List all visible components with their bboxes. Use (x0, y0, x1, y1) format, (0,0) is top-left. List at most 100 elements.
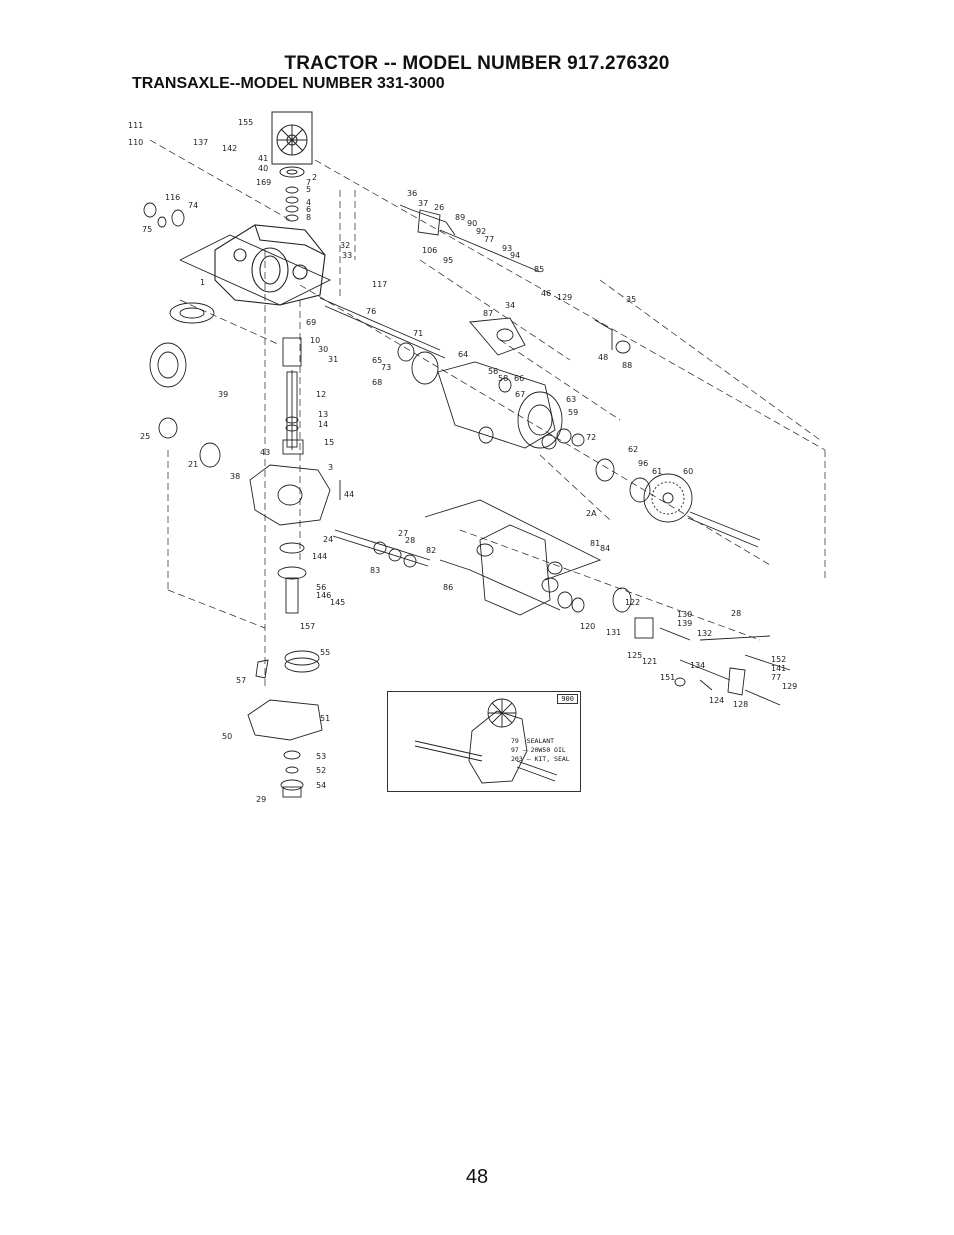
callout: 33 (342, 251, 352, 260)
callout: 85 (534, 265, 544, 274)
callout: 88 (622, 361, 632, 370)
callout: 75 (142, 225, 152, 234)
callout: 129 (557, 293, 572, 302)
inset-note: 203 — KIT, SEAL (511, 755, 570, 763)
callout: 89 (455, 213, 465, 222)
callout: 62 (628, 445, 638, 454)
callout: 120 (580, 622, 595, 631)
callout: 93 (502, 244, 512, 253)
callout: 86 (443, 583, 453, 592)
callout: 142 (222, 144, 237, 153)
callout: 65 (372, 356, 382, 365)
callout: 124 (709, 696, 724, 705)
callout: 8 (306, 213, 311, 222)
callout: 28 (731, 609, 741, 618)
callout: 125 (627, 651, 642, 660)
callout: 36 (407, 189, 417, 198)
callout: 7 (306, 178, 311, 187)
callout: 110 (128, 138, 143, 147)
callout: 2 (312, 173, 317, 182)
callout: 63 (566, 395, 576, 404)
page-title: TRACTOR -- MODEL NUMBER 917.276320 (284, 53, 670, 74)
callout: 1 (200, 278, 205, 287)
callout: 139 (677, 619, 692, 628)
callout: 41 (258, 154, 268, 163)
callout: 131 (606, 628, 621, 637)
page-number: 48 (465, 1166, 489, 1188)
callout: 24 (323, 535, 333, 544)
callout: 67 (515, 390, 525, 399)
callout: 111 (128, 121, 143, 130)
callout: 106 (422, 246, 437, 255)
callout: 56 (488, 367, 498, 376)
callout: 68 (372, 378, 382, 387)
callout: 60 (683, 467, 693, 476)
callout: 46 (541, 289, 551, 298)
page-subtitle: TRANSAXLE--MODEL NUMBER 331-3000 (132, 75, 445, 92)
callout: 64 (458, 350, 468, 359)
callout: 121 (642, 657, 657, 666)
callout: 37 (418, 199, 428, 208)
callout: 52 (316, 766, 326, 775)
callout: 96 (638, 459, 648, 468)
callout: 71 (413, 329, 423, 338)
callout: 15 (324, 438, 334, 447)
callout: 74 (188, 201, 198, 210)
callout: 28 (405, 536, 415, 545)
callout: 35 (626, 295, 636, 304)
callout: 29 (256, 795, 266, 804)
callout: 59 (568, 408, 578, 417)
callout: 83 (370, 566, 380, 575)
callout: 128 (733, 700, 748, 709)
callout: 43 (260, 448, 270, 457)
inset-note: 97 — 20W50 OIL (511, 746, 566, 754)
callout: 10 (310, 336, 320, 345)
callout: 53 (316, 752, 326, 761)
callout: 27 (398, 529, 408, 538)
callout: 76 (366, 307, 376, 316)
callout: 40 (258, 164, 268, 173)
callout: 132 (697, 629, 712, 638)
callout: 5 (306, 185, 311, 194)
callout: 117 (372, 280, 387, 289)
part-callouts: 111 110 155 137 142 41 40 169 116 74 75 … (128, 118, 797, 804)
callout: 144 (312, 552, 327, 561)
callout: 48 (598, 353, 608, 362)
callout: 146 (316, 591, 331, 600)
callout: 61 (652, 467, 662, 476)
callout: 94 (510, 251, 520, 260)
callout: 50 (222, 732, 232, 741)
callout: 39 (218, 390, 228, 399)
callout: 21 (188, 460, 198, 469)
callout: 44 (344, 490, 354, 499)
callout: 2A (586, 509, 597, 518)
callout: 14 (318, 420, 328, 429)
callout: 31 (328, 355, 338, 364)
callout: 84 (600, 544, 610, 553)
callout: 6 (306, 205, 311, 214)
callout: 151 (660, 673, 675, 682)
callout: 58 (498, 374, 508, 383)
callout: 30 (318, 345, 328, 354)
callout: 56 (316, 583, 326, 592)
callout: 4 (306, 198, 311, 207)
callout: 72 (586, 433, 596, 442)
callout: 38 (230, 472, 240, 481)
callout: 57 (236, 676, 246, 685)
inset-code: 900 (557, 694, 578, 704)
callout: 122 (625, 598, 640, 607)
callout: 92 (476, 227, 486, 236)
callout: 145 (330, 598, 345, 607)
callout: 82 (426, 546, 436, 555)
callout: 90 (467, 219, 477, 228)
callout: 77 (771, 673, 781, 682)
callout: 73 (381, 363, 391, 372)
callout: 137 (193, 138, 208, 147)
callout: 157 (300, 622, 315, 631)
callout: 169 (256, 178, 271, 187)
callout: 54 (316, 781, 326, 790)
callout: 69 (306, 318, 316, 327)
